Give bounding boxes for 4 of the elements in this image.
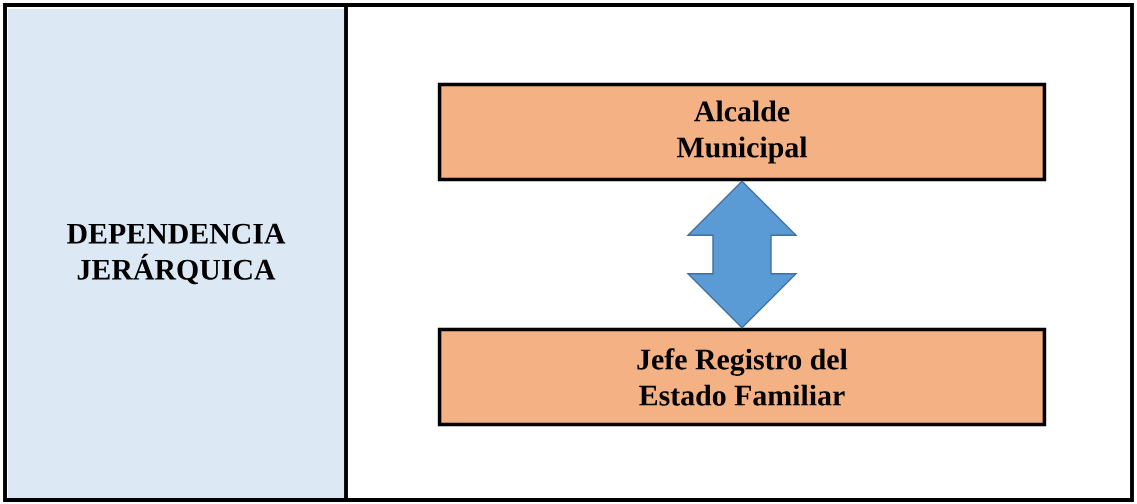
process-box: Alcalde Municipal bbox=[437, 82, 1047, 182]
double-block-arrow bbox=[686, 180, 798, 329]
table-cell: DEPENDENCIA JERÁRQUICA bbox=[8, 9, 344, 499]
process-box: Jefe Registro del Estado Familiar bbox=[437, 327, 1047, 427]
